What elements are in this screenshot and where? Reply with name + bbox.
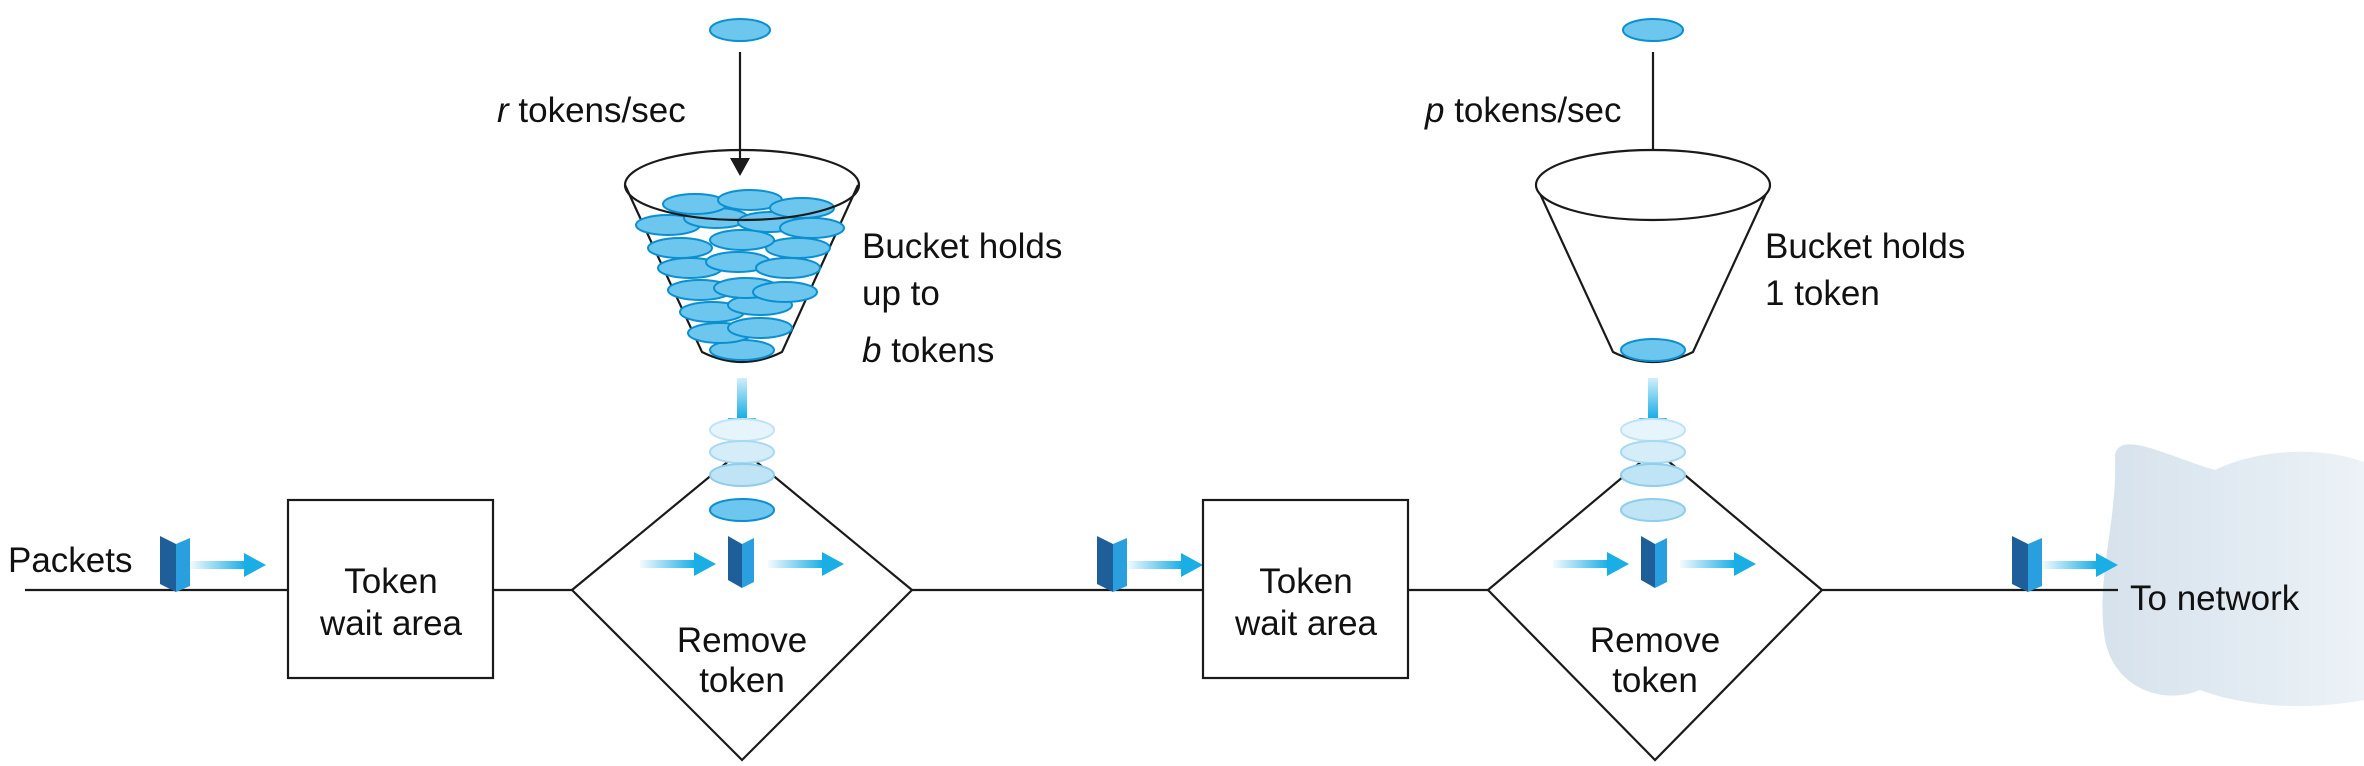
stage-1: r tokens/sec <box>286 18 1062 762</box>
remove-token-diamond <box>1486 448 1824 762</box>
bucket-capacity-line2: 1 token <box>1765 274 1880 313</box>
wait-area-label-line1: Token <box>1259 562 1352 601</box>
packet-icon <box>1641 536 1667 588</box>
remove-token-label-line2: token <box>1612 661 1698 700</box>
token-bucket <box>623 148 861 364</box>
bucket-token-icon <box>1620 338 1686 362</box>
wait-area-label-line2: wait area <box>319 604 463 643</box>
bucket-tokens-icon <box>635 189 845 361</box>
remove-token-label-line1: Remove <box>677 621 807 660</box>
arrow-down-icon <box>730 158 750 176</box>
bucket-capacity-line1: Bucket holds <box>1765 227 1965 266</box>
stage-2: p tokens/sec Bucket holds 1 token Token … <box>1201 18 1965 762</box>
remove-token-label-line1: Remove <box>1590 621 1720 660</box>
mid-packet-icon <box>1097 536 1127 592</box>
incoming-token-icon <box>709 18 771 42</box>
outgoing-packet-icon <box>2012 536 2042 592</box>
network-cloud <box>2102 444 2364 707</box>
rate-label: r tokens/sec <box>497 91 686 130</box>
network-label: To network <box>2130 579 2300 618</box>
token-flow-arrow-icon <box>737 378 747 418</box>
packets-label: Packets <box>8 541 133 580</box>
incoming-packet-icon <box>160 536 190 592</box>
token-stack-icon <box>709 418 775 522</box>
wait-area-label-line2: wait area <box>1234 604 1378 643</box>
token-bucket <box>1534 148 1772 364</box>
rate-label: p tokens/sec <box>1424 91 1622 130</box>
packet-icon <box>728 536 754 588</box>
remove-token-diamond <box>570 448 914 762</box>
token-stack-icon <box>1620 418 1686 522</box>
token-wait-area <box>1201 498 1410 680</box>
bucket-capacity-line2: up to <box>862 274 940 313</box>
token-wait-area <box>286 498 495 680</box>
bucket-capacity-line3: b tokens <box>862 331 994 370</box>
bucket-capacity-line1: Bucket holds <box>862 227 1062 266</box>
token-flow-arrow-icon <box>1648 378 1658 418</box>
wait-area-label-line1: Token <box>344 562 437 601</box>
remove-token-label-line2: token <box>699 661 785 700</box>
incoming-token-icon <box>1622 18 1684 42</box>
